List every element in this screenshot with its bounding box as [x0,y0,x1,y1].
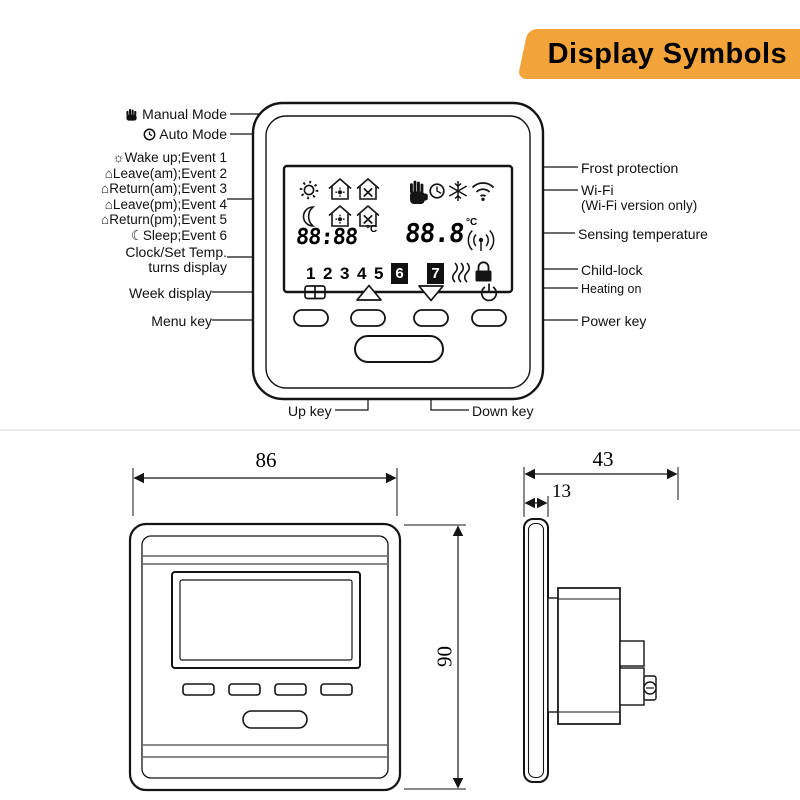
weekday-4: 4 [357,264,367,283]
week-display-label: Week display [128,285,212,301]
power-icon [480,283,498,302]
clock-set-line1: Clock/Set Temp. [125,244,227,260]
menu-book-icon [304,285,326,300]
weekday-7-highlighted: 7 [427,263,444,284]
event-1: ☼Wake up;Event 1 [112,150,227,165]
manual-mode-hand-icon [410,180,428,204]
manual-mode-label: Manual Mode [126,106,227,122]
wifi-note-label: (Wi-Fi version only) [581,198,698,213]
event-5: ⌂Return(pm);Event 5 [101,212,227,227]
key-buttons [293,309,507,327]
sun-icon [299,180,319,200]
heating-waves-icon [451,262,471,283]
frost-snowflake-icon [448,181,468,201]
up-key-label: Up key [288,403,332,419]
event-6: ☾Sleep;Event 6 [130,227,227,243]
lcd-temp-unit: °C [466,217,478,228]
weekday-5: 5 [374,264,384,283]
down-triangle-icon [418,285,444,302]
moon-icon [302,206,316,227]
frost-protection-label: Frost protection [581,160,679,176]
banner: Display Symbols [517,29,800,79]
banner-title: Display Symbols [547,37,788,70]
dimension-lines [132,467,679,790]
dim-depth-43: 43 [592,447,614,471]
auto-mode-text: Auto Mode [159,126,227,142]
power-key-label: Power key [581,313,647,329]
event-4: ⌂Leave(pm);Event 4 [104,196,227,212]
wifi-icon [471,182,495,201]
dim-width-86: 86 [255,448,277,472]
event-legend: ☼Wake up;Event 1 ⌂Leave(am);Event 2 ⌂Ret… [101,150,227,243]
weekday-1: 1 [306,264,316,283]
sensing-temperature-label: Sensing temperature [578,226,708,242]
thermostat-front-symbols [251,101,545,401]
manual-mode-text: Manual Mode [142,106,227,122]
thermostat-front-dimension-view [128,522,402,792]
child-lock-icon [475,261,492,282]
lcd-temperature: 88.8 [403,219,465,249]
weekday-6-highlighted: 6 [391,263,408,284]
bottom-cover-button [354,335,444,363]
dim-panel-13: 13 [552,481,571,502]
lcd-screen-blank [171,571,361,669]
event-2: ⌂Leave(am);Event 2 [104,165,227,181]
sensing-signal-icon [467,229,495,251]
weekday-2: 2 [323,264,333,283]
child-lock-label: Child-lock [581,262,643,278]
wifi-label: Wi-Fi [581,182,614,198]
menu-key-label: Menu key [151,313,212,329]
menu-key-button [293,309,329,327]
down-key-label: Down key [472,403,534,419]
power-key-button [471,309,507,327]
dim-height-90: 90 [432,646,457,667]
down-key-button [413,309,449,327]
auto-mode-label: Auto Mode [143,126,227,142]
heating-on-label: Heating on [581,282,642,296]
clock-set-label: Clock/Set Temp. turns display [125,245,227,275]
hand-icon [126,108,137,121]
up-key-button [350,309,386,327]
front-buttons [182,683,353,729]
lcd-time-unit: °C [366,224,378,235]
clock-set-line2: turns display [148,259,227,275]
auto-mode-clock-icon [429,183,445,199]
clock-icon [143,128,156,140]
up-triangle-icon [356,284,382,301]
lcd-time: 88:88 [294,225,359,250]
event-3: ⌂Return(am);Event 3 [101,181,227,196]
weekday-3: 3 [340,264,350,283]
thermostat-side-view [523,518,657,783]
